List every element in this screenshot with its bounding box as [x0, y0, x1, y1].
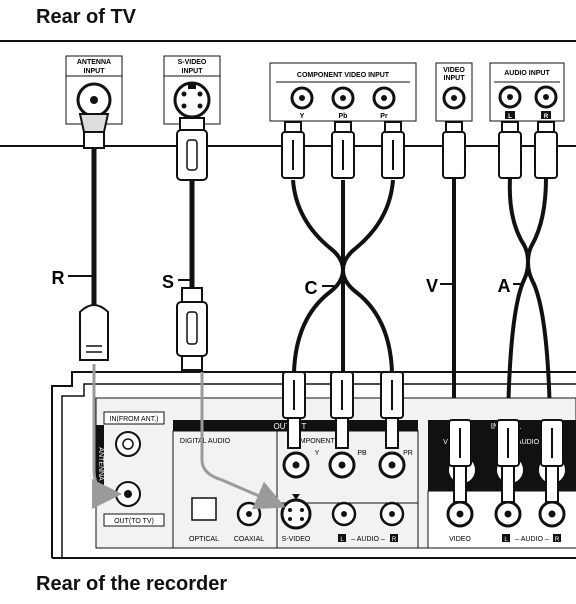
tv-video-label-1: VIDEO	[443, 67, 465, 74]
recorder-component-y: Y	[315, 450, 320, 457]
tv-component-y: Y	[300, 113, 305, 120]
cable-label-a: A	[498, 276, 511, 296]
recorder-optical: OPTICAL	[189, 536, 219, 543]
svideo-cable	[176, 117, 208, 371]
svideo-arrow	[200, 372, 286, 510]
cable-label-v: V	[426, 276, 438, 296]
tv-component-pb: Pb	[339, 113, 348, 120]
cable-label-c: C	[305, 278, 318, 298]
component-cable	[291, 179, 395, 373]
recorder-audio-in-l: L	[504, 537, 508, 543]
connection-arrows	[91, 364, 286, 510]
input-plugs-bottom	[448, 419, 564, 503]
recorder-audio-in-label: – AUDIO –	[515, 536, 549, 543]
cables	[78, 113, 558, 421]
cable-label-s: S	[162, 272, 174, 292]
tv-svideo-label-1: S-VIDEO	[178, 59, 207, 66]
recorder-in-from-ant: IN(FROM ANT.)	[110, 416, 159, 423]
recorder-component-label: COMPONENT	[289, 438, 335, 445]
tv-antenna-label-1: ANTENNA	[77, 59, 111, 66]
recorder-audio-out-l: L	[340, 537, 344, 543]
recorder-input1-audio: AUDIO	[517, 439, 540, 446]
tv-video-input: VIDEO INPUT	[435, 62, 473, 122]
tv-audio-label: AUDIO INPUT	[504, 70, 550, 77]
title-rear-of-recorder: Rear of the recorder	[36, 573, 228, 595]
antenna-cable	[78, 113, 110, 361]
tv-component-pr: Pr	[380, 113, 388, 120]
component-plugs-bottom	[282, 371, 404, 449]
tv-svideo-label-2: INPUT	[182, 68, 204, 75]
title-rear-of-tv: Rear of TV	[36, 6, 137, 28]
audio-cable	[498, 121, 558, 421]
recorder-video-label: VIDEO	[449, 536, 471, 543]
recorder-audio-in-r: R	[555, 537, 560, 543]
tv-video-label-2: INPUT	[444, 75, 466, 82]
recorder-audio-out-label: – AUDIO –	[351, 536, 385, 543]
recorder-digital-audio: DIGITAL AUDIO	[180, 438, 231, 445]
tv-audio-r: R	[544, 114, 549, 120]
tv-audio-l: L	[508, 114, 512, 120]
tv-component-label: COMPONENT VIDEO INPUT	[297, 72, 390, 79]
tv-svideo-input: S-VIDEO INPUT	[163, 55, 221, 125]
recorder-antenna-label: ANTENNA	[97, 447, 104, 481]
recorder-svideo: S-VIDEO	[282, 536, 311, 543]
cable-label-r: R	[52, 268, 65, 288]
tv-antenna-label-2: INPUT	[84, 68, 106, 75]
component-plugs-top	[281, 121, 405, 179]
recorder-out-to-tv: OUT(TO TV)	[114, 518, 154, 525]
video-cable	[442, 121, 466, 420]
recorder-coaxial: COAXIAL	[234, 536, 264, 543]
recorder-audio-out-r: R	[392, 537, 397, 543]
recorder-antenna-section: IN(FROM ANT.) ANTENNA OUT(TO TV)	[95, 411, 165, 527]
tv-audio-input: AUDIO INPUT L R	[489, 62, 565, 122]
antenna-arrow	[91, 364, 122, 509]
recorder-component-pr: PR	[403, 450, 413, 457]
cable-labels: R S C V A	[52, 268, 524, 298]
tv-component-video-input: COMPONENT VIDEO INPUT Y Pb Pr	[269, 62, 417, 122]
recorder-component-pb: PB	[357, 450, 367, 457]
